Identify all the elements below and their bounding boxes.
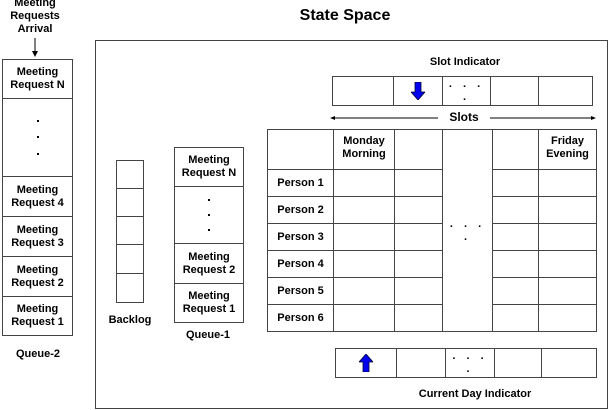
grid-corner: [267, 129, 334, 170]
grid-cell: [394, 250, 443, 278]
grid-cell: [538, 250, 597, 278]
current-day-indicator-label: Current Day Indicator: [418, 388, 532, 400]
row-header-label: Person 4: [277, 257, 324, 270]
queue1-ellipsis: [174, 186, 244, 244]
current-day-cell: . . . .: [445, 348, 495, 378]
queue-item-label: Meeting Request 4: [11, 183, 64, 209]
grid-row-header: Person 2: [267, 196, 334, 224]
ellipsis: . . . .: [448, 78, 485, 103]
arrival-label: Meeting Requests Arrival: [0, 0, 70, 36]
grid-col-header: [492, 129, 539, 170]
grid-cell: [538, 223, 597, 251]
slot-indicator-cell: [332, 76, 394, 106]
grid-col-header: [394, 129, 443, 170]
grid-row-header: Person 3: [267, 223, 334, 251]
col-header-label: Monday Morning: [342, 135, 386, 160]
queue2-item-4: Meeting Request 4: [2, 176, 73, 217]
queue1-item-1: Meeting Request 1: [174, 283, 244, 323]
grid-cell: [394, 223, 443, 251]
queue-item-label: Meeting Request 2: [182, 250, 236, 276]
queue-item-label: Meeting Request 2: [11, 263, 64, 289]
grid-cell: [492, 196, 539, 224]
queue-item-label: Meeting Request N: [181, 154, 237, 179]
grid-cell: [333, 196, 395, 224]
queue1-label: Queue-1: [185, 329, 230, 341]
grid-cell: [333, 250, 395, 278]
grid-cell: [538, 277, 597, 305]
row-header-label: Person 6: [277, 311, 324, 324]
queue-item-label: Meeting Request 1: [182, 290, 236, 315]
up-arrow-icon: [359, 354, 373, 372]
grid-cell: [538, 169, 597, 197]
slot-indicator-cell: [538, 76, 593, 106]
row-header-label: Person 1: [277, 176, 324, 189]
grid-row-header: Person 4: [267, 250, 334, 278]
queue2-label: Queue-2: [15, 348, 60, 360]
grid-row-header: Person 1: [267, 169, 334, 197]
grid-cell: [394, 169, 443, 197]
backlog-label: Backlog: [108, 314, 152, 326]
grid-cell: [333, 304, 395, 332]
grid-ellipsis-column: . . . .: [442, 129, 493, 332]
backlog-cell: [116, 244, 144, 274]
grid-cell: [333, 223, 395, 251]
arrival-label-line: Requests: [10, 10, 60, 22]
queue1-item-2: Meeting Request 2: [174, 243, 244, 284]
current-day-cell: [396, 348, 446, 378]
queue1-item-n: Meeting Request N: [174, 147, 244, 187]
grid-cell: [333, 277, 395, 305]
row-header-label: Person 3: [277, 230, 324, 243]
slot-indicator-label: Slot Indicator: [429, 56, 501, 68]
queue2-item-n: Meeting Request N: [2, 59, 73, 99]
arrival-label-line: Arrival: [17, 23, 53, 35]
backlog-cell: [116, 160, 144, 189]
queue2-item-3: Meeting Request 3: [2, 216, 73, 257]
grid-cell: [333, 169, 395, 197]
grid-cell: [538, 196, 597, 224]
current-day-cell: [335, 348, 397, 378]
queue2-item-2: Meeting Request 2: [2, 256, 73, 297]
grid-cell: [394, 277, 443, 305]
grid-cell: [492, 304, 539, 332]
grid-col-header: Monday Morning: [333, 129, 395, 170]
page-title: State Space: [299, 7, 391, 24]
backlog-cell: [116, 273, 144, 303]
arrival-arrow-icon: [32, 38, 38, 57]
ellipsis: . . . .: [452, 350, 488, 375]
grid-cell: [538, 304, 597, 332]
slot-indicator-cell: [490, 76, 539, 106]
arrival-label-line: Meeting: [14, 0, 56, 9]
row-header-label: Person 2: [277, 203, 324, 216]
slots-range-arrow-icon: [330, 116, 596, 120]
row-header-label: Person 5: [277, 284, 324, 297]
current-day-cell: [541, 348, 597, 378]
queue-item-label: Meeting Request N: [10, 66, 65, 91]
grid-cell: [492, 277, 539, 305]
grid-col-header: Friday Evening: [538, 129, 597, 170]
slot-indicator-cell: [393, 76, 443, 106]
down-arrow-icon: [411, 82, 425, 100]
queue-item-label: Meeting Request 3: [11, 223, 64, 249]
col-header-label: Friday Evening: [546, 135, 589, 160]
current-day-cell: [494, 348, 542, 378]
grid-cell: [394, 196, 443, 224]
slot-indicator-cell: . . . .: [442, 76, 491, 106]
grid-cell: [492, 169, 539, 197]
grid-row-header: Person 5: [267, 277, 334, 305]
grid-cell: [492, 223, 539, 251]
state-space-frame: [95, 40, 608, 409]
ellipsis: . . . .: [449, 217, 486, 243]
slots-label: Slots: [449, 110, 479, 124]
backlog-cell: [116, 216, 144, 245]
queue2-ellipsis: [2, 98, 73, 177]
queue2-item-1: Meeting Request 1: [2, 296, 73, 336]
queue-item-label: Meeting Request 1: [11, 303, 64, 328]
grid-cell: [492, 250, 539, 278]
grid-row-header: Person 6: [267, 304, 334, 332]
grid-cell: [394, 304, 443, 332]
backlog-cell: [116, 188, 144, 217]
